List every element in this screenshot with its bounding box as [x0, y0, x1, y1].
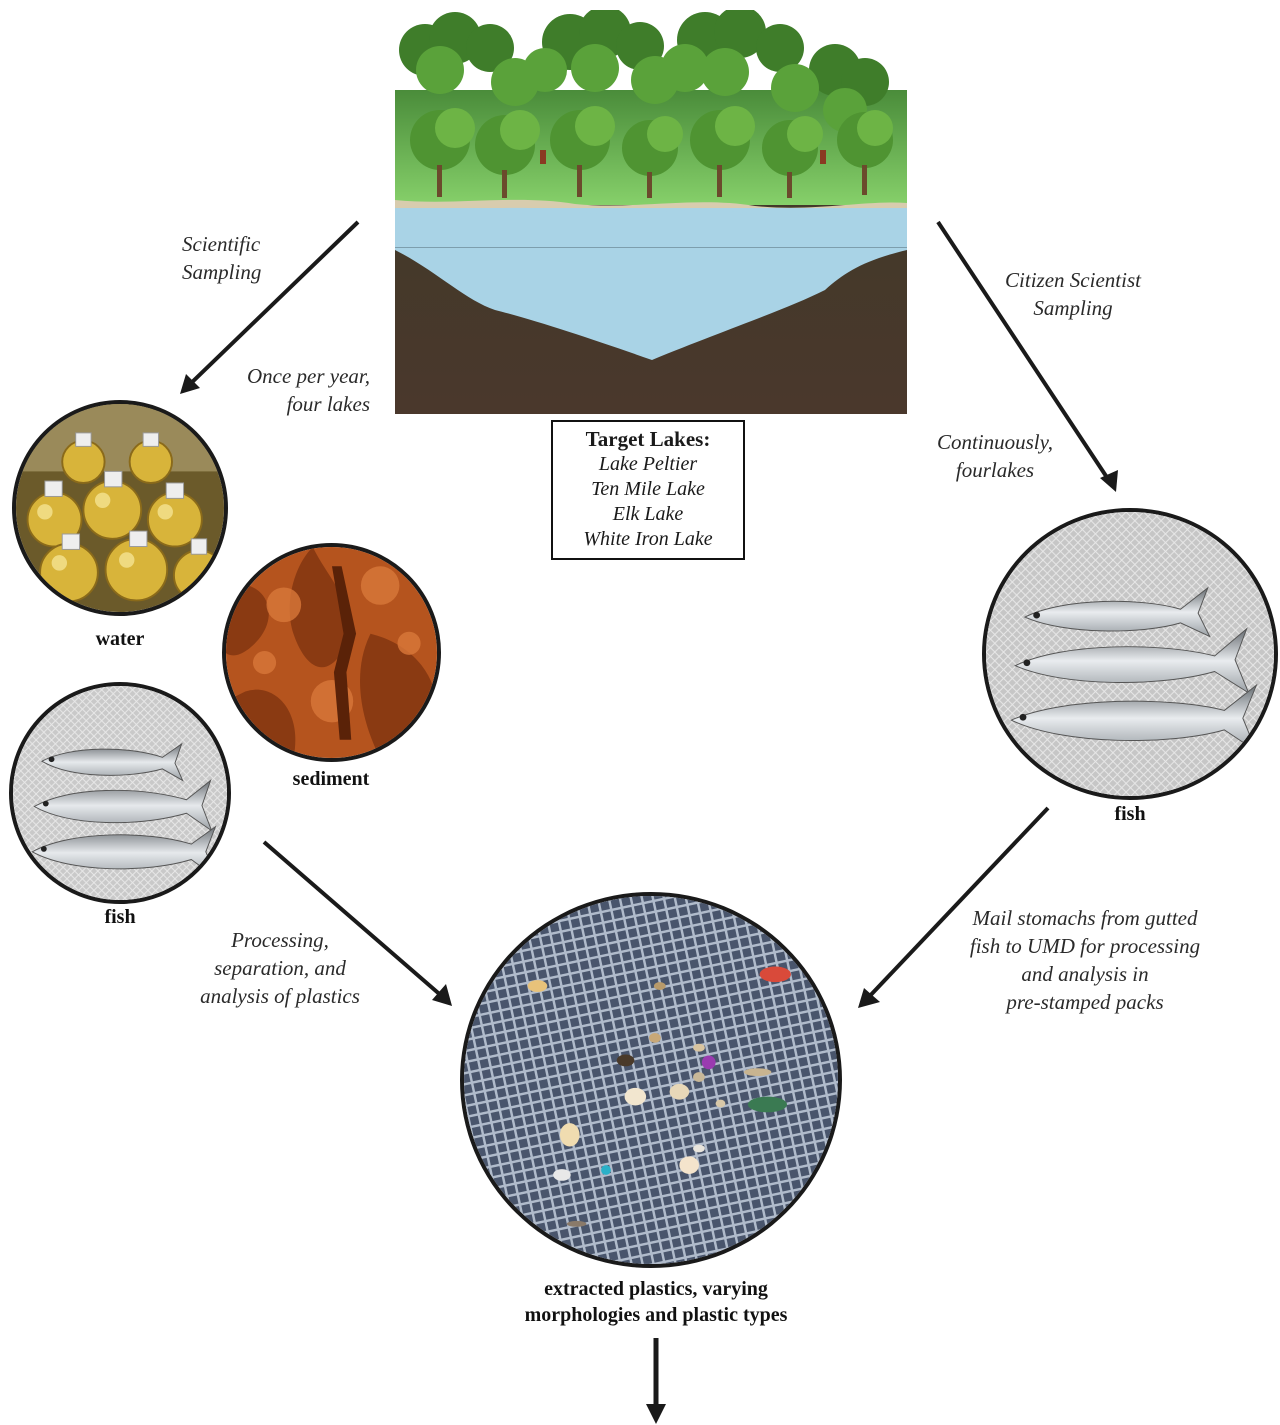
processing-label: Processing, separation, and analysis of …	[180, 926, 380, 1010]
water-sample-photo	[12, 400, 228, 616]
arrowhead-citizen	[1100, 470, 1118, 492]
continuously-label: Continuously, fourlakes	[925, 428, 1065, 484]
fish-sample-photo-left	[9, 682, 231, 904]
arrowhead-scientific	[180, 374, 200, 394]
fish-sample-photo-right	[982, 508, 1278, 800]
fish-label-right: fish	[1080, 803, 1180, 826]
citizen-scientist-sampling-label: Citizen Scientist Sampling	[990, 266, 1156, 322]
target-lakes-title: Target Lakes:	[561, 426, 735, 452]
extracted-plastics-photo	[460, 892, 842, 1268]
lake-name: Ten Mile Lake	[561, 477, 735, 502]
lake-name: White Iron Lake	[561, 527, 735, 552]
lake-name: Elk Lake	[561, 502, 735, 527]
water-label: water	[70, 628, 170, 651]
sediment-sample-photo	[222, 543, 441, 762]
arrowhead-processing	[432, 984, 452, 1006]
lake-name: Lake Peltier	[561, 452, 735, 477]
lake-cross-section	[395, 10, 907, 414]
lake-illustration	[395, 10, 907, 414]
target-lakes-box: Target Lakes: Lake Peltier Ten Mile Lake…	[551, 420, 745, 560]
sediment-label: sediment	[276, 768, 386, 791]
fish-label-left: fish	[70, 906, 170, 929]
scientific-sampling-label: Scientific Sampling	[182, 230, 261, 286]
once-per-year-label: Once per year, four lakes	[228, 362, 370, 418]
mail-stomachs-label: Mail stomachs from gutted fish to UMD fo…	[945, 904, 1225, 1016]
arrowhead-down	[646, 1404, 666, 1424]
arrowhead-mail	[858, 988, 880, 1008]
extracted-plastics-label: extracted plastics, varying morphologies…	[480, 1276, 832, 1328]
